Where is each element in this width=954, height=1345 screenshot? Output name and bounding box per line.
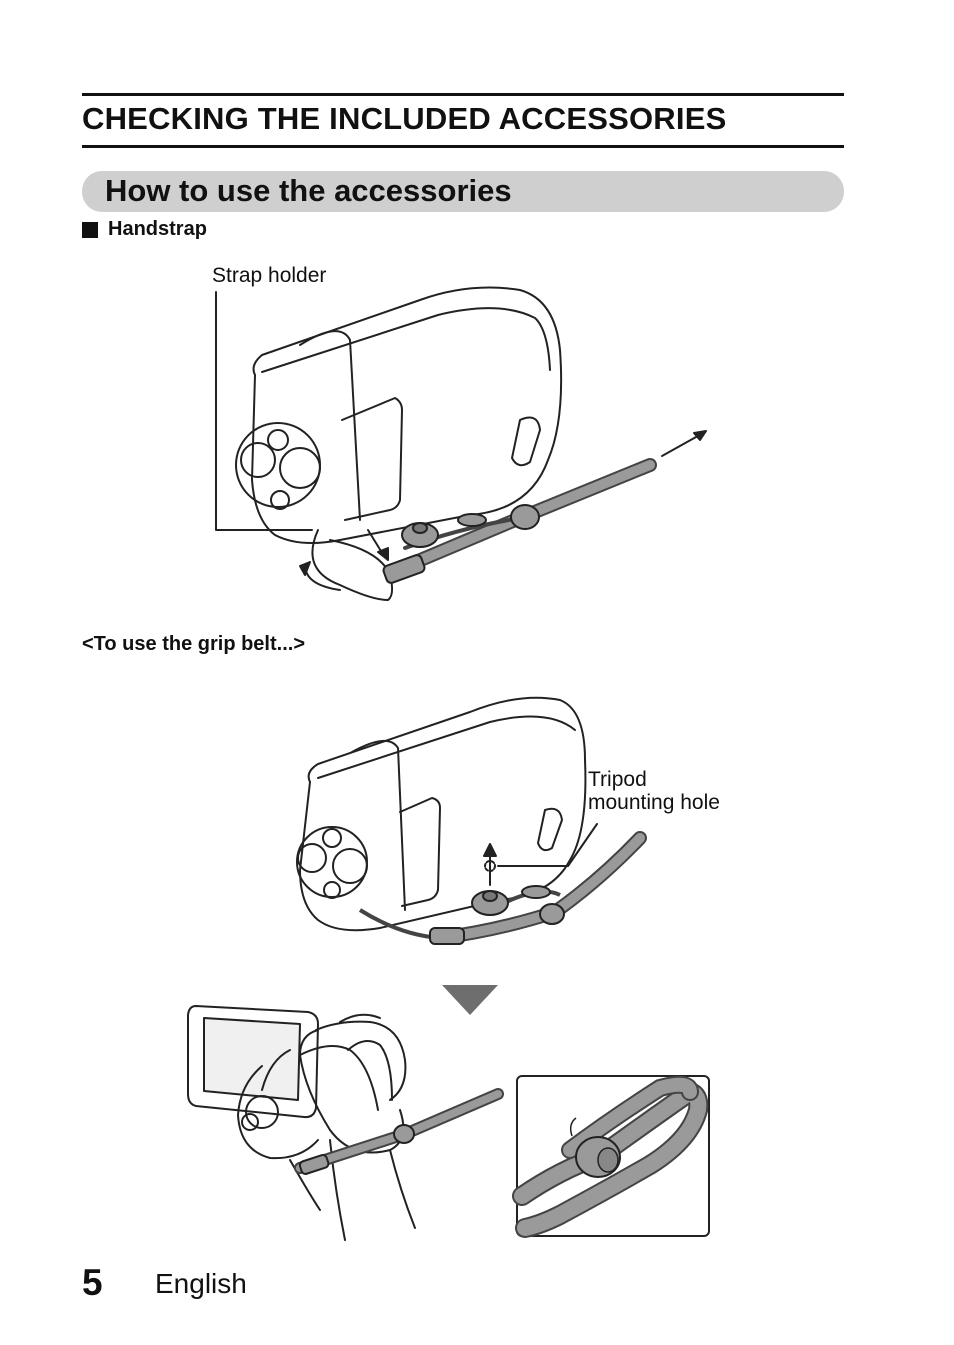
camcorder-body-2 <box>299 696 587 932</box>
hand-strap <box>294 1088 504 1175</box>
tripod-label-line1: Tripod <box>588 768 647 791</box>
tripod-leader-line <box>497 823 598 867</box>
strap-loop <box>311 529 394 601</box>
strap-holder-leader-line <box>215 291 313 531</box>
grip-belt-strap <box>358 831 647 945</box>
down-triangle-icon <box>442 985 498 1015</box>
hand-grip-illustration <box>187 1005 416 1241</box>
tripod-hole <box>484 860 496 872</box>
section-title-bar <box>82 171 844 212</box>
tripod-label-line2: mounting hole <box>588 791 720 814</box>
top-rule <box>82 93 844 96</box>
title-underline-rule <box>82 145 844 148</box>
page-number: 5 <box>82 1262 103 1303</box>
tripod-mounting-hole-label: Tripod mounting hole <box>588 768 720 814</box>
strap-holder-label: Strap holder <box>212 264 327 287</box>
strap-loop-detail <box>512 1075 710 1238</box>
camcorder-body <box>251 286 563 544</box>
handstrap-heading: Handstrap <box>108 218 207 240</box>
page-language: English <box>155 1268 247 1299</box>
bullet-square-icon <box>82 222 98 238</box>
section-title: How to use the accessories <box>105 173 512 208</box>
chapter-title: CHECKING THE INCLUDED ACCESSORIES <box>82 101 727 136</box>
handstrap-strap <box>382 458 657 584</box>
grip-belt-heading: <To use the grip belt...> <box>82 633 305 655</box>
